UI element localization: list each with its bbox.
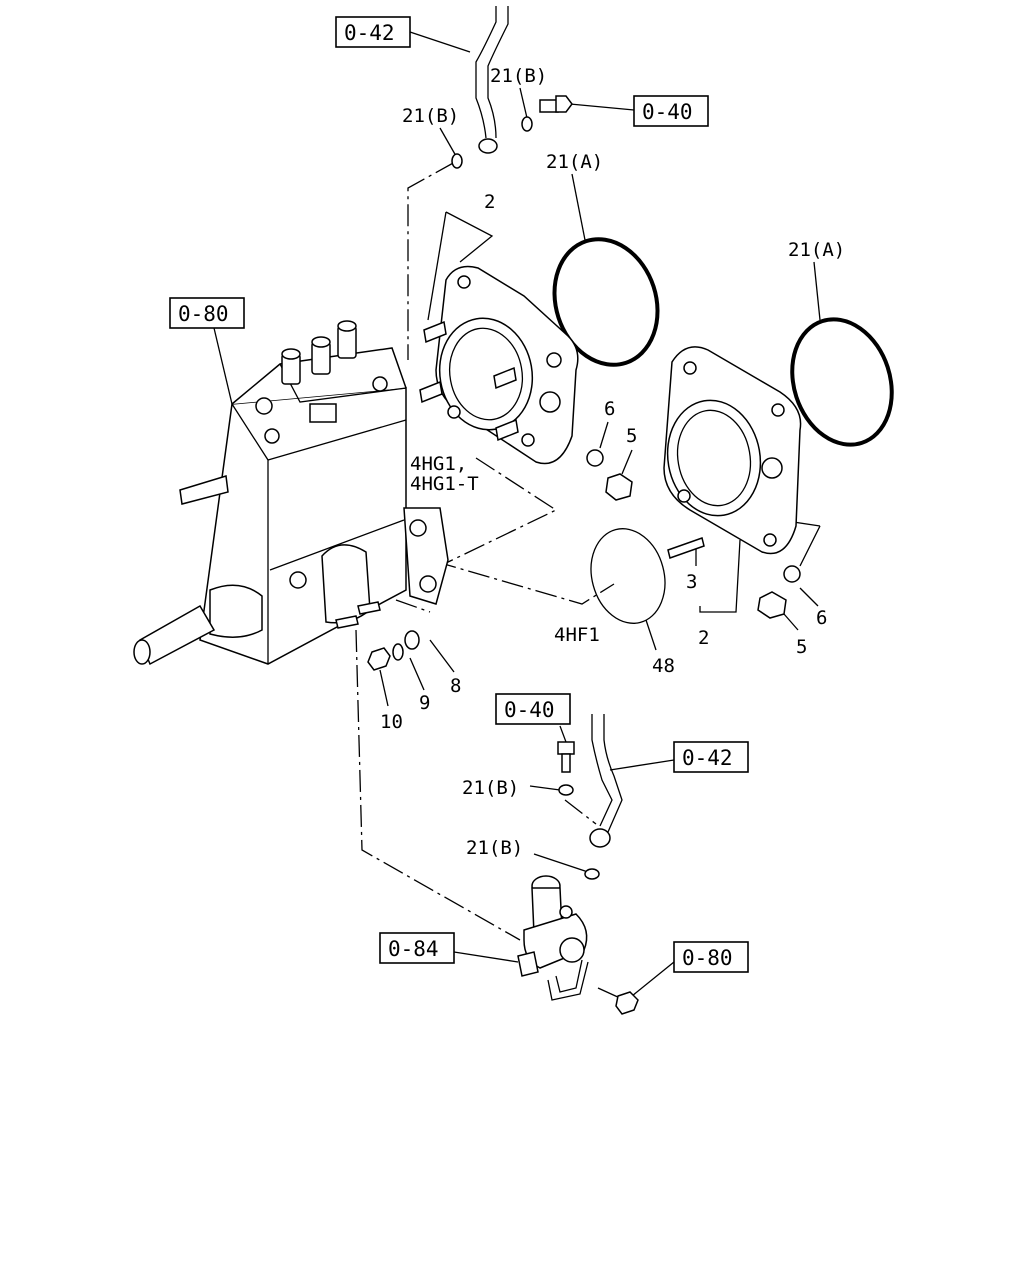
ref-box-0-40-top[interactable]: 0-40 bbox=[633, 95, 709, 127]
label-6: 6 bbox=[604, 398, 615, 420]
ref-box-0-42-top[interactable]: 0-42 bbox=[335, 16, 411, 48]
label-5: 5 bbox=[626, 425, 637, 447]
plug-5-lower bbox=[757, 591, 787, 619]
adapter-housing-lower bbox=[663, 346, 802, 559]
label-2: 2 bbox=[698, 627, 709, 649]
ref-box-0-84[interactable]: 0-84 bbox=[379, 932, 455, 964]
ref-label: 0-42 bbox=[682, 746, 733, 770]
leader-lines bbox=[213, 31, 821, 997]
fuel-pipe-bottom bbox=[589, 714, 623, 848]
label-21a: 21(A) bbox=[546, 151, 603, 173]
washer-6-lower bbox=[783, 565, 801, 583]
bolt-0-40-bottom bbox=[557, 741, 575, 773]
adapter-housing-upper bbox=[419, 265, 579, 465]
label-10: 10 bbox=[380, 711, 403, 733]
washers-21b-bottom bbox=[558, 784, 600, 880]
o-ring-48 bbox=[590, 528, 666, 624]
o-ring-21a-upper bbox=[552, 237, 660, 367]
feed-pump bbox=[517, 875, 589, 1001]
label-4hf1: 4HF1 bbox=[554, 624, 600, 646]
ref-label: 0-84 bbox=[388, 937, 439, 961]
ref-box-0-42-bottom[interactable]: 0-42 bbox=[673, 741, 749, 773]
ref-label: 0-80 bbox=[682, 946, 733, 970]
ref-label: 0-40 bbox=[642, 100, 693, 124]
label-9: 9 bbox=[419, 692, 430, 714]
label-21b: 21(B) bbox=[466, 837, 523, 859]
label-5: 5 bbox=[796, 636, 807, 658]
label-4hg1-t: 4HG1-T bbox=[410, 473, 479, 495]
o-ring-21a-right bbox=[790, 317, 894, 447]
ref-label: 0-40 bbox=[504, 698, 555, 722]
injection-pump-body bbox=[133, 320, 449, 666]
plug-5-upper bbox=[605, 473, 633, 501]
label-21b: 21(B) bbox=[462, 777, 519, 799]
label-4hg1: 4HG1, bbox=[410, 453, 467, 475]
label-2: 2 bbox=[484, 191, 495, 213]
bolt-top bbox=[539, 95, 573, 113]
label-3: 3 bbox=[686, 571, 697, 593]
ref-box-0-80-bottom[interactable]: 0-80 bbox=[673, 941, 749, 973]
nut-washer-set bbox=[367, 630, 420, 671]
fuel-pipe-top bbox=[475, 6, 509, 154]
ref-label: 0-42 bbox=[344, 21, 395, 45]
label-21b: 21(B) bbox=[402, 105, 459, 127]
ref-label: 0-80 bbox=[178, 302, 229, 326]
label-8: 8 bbox=[450, 675, 461, 697]
ref-box-0-80-left[interactable]: 0-80 bbox=[169, 297, 245, 329]
label-6: 6 bbox=[816, 607, 827, 629]
label-48: 48 bbox=[652, 655, 675, 677]
label-21a: 21(A) bbox=[788, 239, 845, 261]
washer-21b-top bbox=[451, 116, 533, 169]
nut-0-80-bottom bbox=[615, 991, 639, 1015]
label-21b: 21(B) bbox=[490, 65, 547, 87]
washer-6-upper bbox=[586, 449, 604, 467]
ref-box-0-40-bottom[interactable]: 0-40 bbox=[495, 693, 571, 725]
